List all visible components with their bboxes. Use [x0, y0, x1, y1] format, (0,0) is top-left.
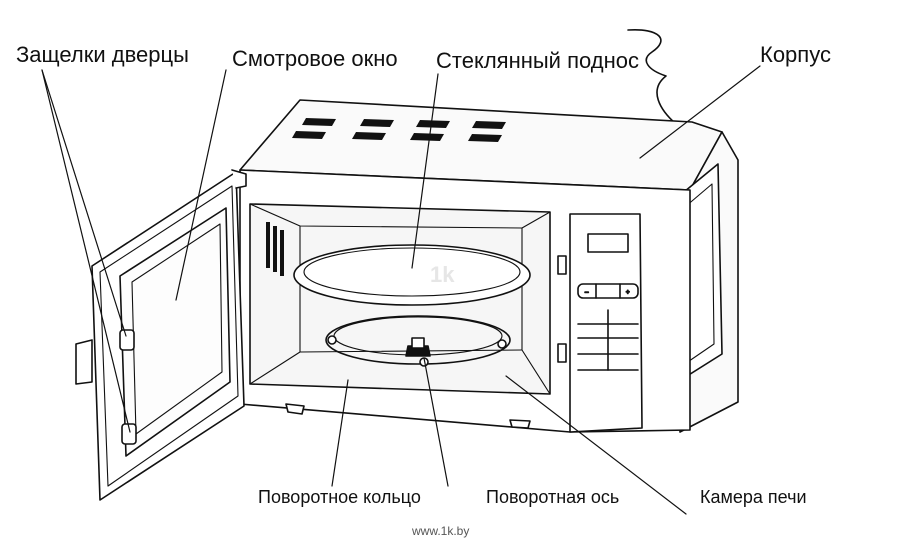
rotating-ring [325, 315, 511, 365]
door-latch-lower [121, 423, 137, 445]
plus-key: + [626, 290, 630, 296]
leader-lines [41, 65, 761, 515]
label-housing: Корпус [760, 42, 831, 67]
label-oven-cavity: Камера печи [700, 487, 807, 507]
label-rotating-axis: Поворотная ось [486, 487, 620, 507]
label-glass-tray: Стеклянный поднос [436, 48, 639, 73]
rotating-axis [405, 337, 431, 357]
label-rotating-ring: Поворотное кольцо [258, 487, 421, 507]
watermark: 1k [430, 262, 455, 287]
footer-url: www.1k.by [412, 524, 470, 538]
minus-key: – [585, 290, 589, 296]
label-viewing-window: Смотровое окно [232, 46, 398, 71]
glass-tray [293, 244, 531, 306]
top-vents [292, 118, 506, 142]
display [587, 233, 629, 253]
door-latch-upper [119, 329, 135, 351]
door [75, 169, 247, 501]
cavity-vents [266, 222, 284, 276]
control-panel [569, 213, 643, 433]
power-cord [627, 29, 677, 125]
label-door-latches: Защелки дверцы [16, 42, 189, 67]
